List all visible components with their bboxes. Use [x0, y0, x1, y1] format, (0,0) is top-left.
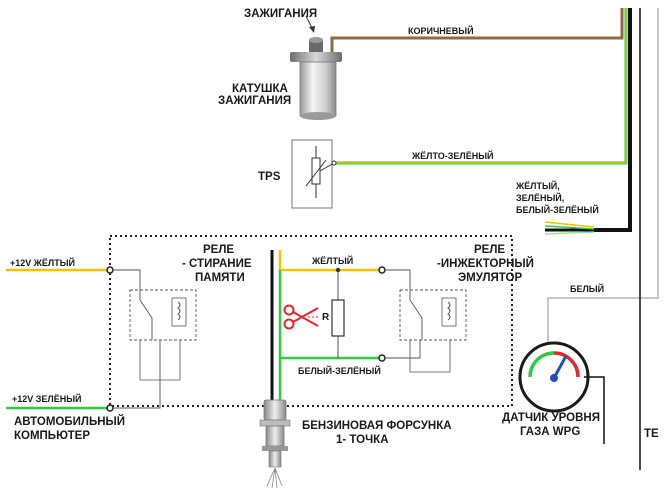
gas-sensor-line2: ГАЗА WPG	[520, 426, 580, 438]
coil-pointer-arrow	[305, 15, 315, 33]
bundle-color-wires	[544, 221, 595, 235]
coil-top-label: ЗАЖИГАНИЯ	[244, 8, 317, 20]
black-wire-bundle	[545, 8, 632, 232]
relay-memory-line3: ПАМЯТИ	[195, 272, 245, 284]
central-yellow-label: ЖЁЛТЫЙ	[311, 255, 353, 266]
relay-injector-emulator	[384, 269, 467, 373]
tps-sensor	[291, 139, 337, 209]
brown-wire-label: КОРИЧНЕВЫЙ	[408, 25, 474, 36]
relay-memory-erase	[112, 269, 197, 409]
bundle-label-line3: БЕЛЫЙ-ЗЕЛЁНЫЙ	[516, 204, 599, 215]
resistor-label: R	[322, 312, 330, 323]
computer-line2: КОМПЬЮТЕР	[14, 430, 90, 442]
relay-memory-line1: РЕЛЕ	[203, 244, 234, 256]
injector-line1: БЕНЗИНОВАЯ ФОРСУНКА	[302, 420, 452, 432]
white-wire	[547, 8, 659, 350]
left-yellow-label: +12V ЖЁЛТЫЙ	[10, 257, 75, 268]
tps-label: TPS	[258, 171, 281, 183]
relay-injector-line1: РЕЛЕ	[474, 244, 505, 256]
white-wire-label: БЕЛЫЙ	[570, 283, 604, 294]
yellow-green-wire-label: ЖЁЛТО-ЗЕЛЁНЫЙ	[411, 150, 494, 161]
gas-level-gauge	[518, 341, 605, 444]
petrol-injector	[259, 358, 291, 489]
coil-label-line2: ЗАЖИГАНИЯ	[218, 95, 291, 107]
computer-line1: АВТОМОБИЛЬНЫЙ	[14, 415, 125, 428]
yellow-junction	[335, 267, 341, 273]
brown-wire	[330, 8, 624, 58]
relay-injector-line2: -ИНЖЕКТОРНЫЙ	[437, 257, 534, 270]
scissors-icon	[283, 304, 319, 330]
resistor	[331, 299, 345, 337]
injector-line2: 1- ТОЧКА	[336, 434, 389, 446]
central-green-label: БЕЛЫЙ-ЗЕЛЁНЫЙ	[298, 365, 381, 376]
coil-label-line1: КАТУШКА	[232, 83, 288, 95]
gas-sensor-line1: ДАТЧИК УРОВНЯ	[502, 412, 600, 424]
bundle-label-line2: ЗЕЛЁНЫЙ,	[516, 192, 564, 203]
relay-boundary	[109, 235, 513, 407]
left-green-label: +12V ЗЕЛЁНЫЙ	[12, 393, 82, 404]
ignition-coil	[290, 37, 342, 120]
relay-memory-line2: - СТИРАНИЕ	[182, 258, 252, 270]
bundle-label-line1: ЖЁЛТЫЙ,	[515, 180, 560, 191]
relay-injector-line3: ЭМУЛЯТОР	[458, 272, 522, 284]
yellow-green-wire	[334, 8, 628, 165]
edge-label: ТЕ	[644, 428, 659, 440]
